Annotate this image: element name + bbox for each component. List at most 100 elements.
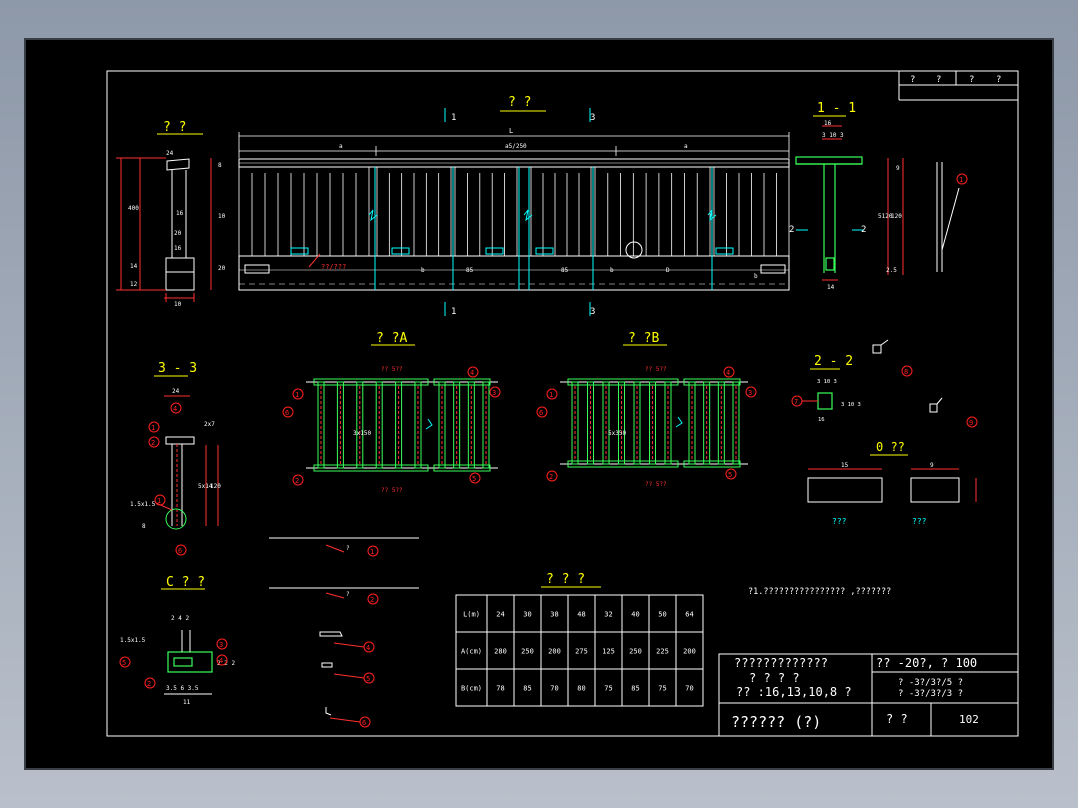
break-marks xyxy=(368,209,717,222)
cut-mark-label: 2 xyxy=(861,225,866,235)
top-bar xyxy=(313,378,429,386)
dim-text: 8 xyxy=(218,162,222,169)
table-row-header: A(cm) xyxy=(461,648,482,656)
bottom-bar xyxy=(567,460,679,468)
dim-text: 3 10 3 xyxy=(822,132,844,139)
table-cell: 30 xyxy=(523,611,531,619)
cad-drawing: ? ? ? ? ? ? 1 3 1 3 L a a5/250 a xyxy=(106,70,1019,737)
callout-circle xyxy=(536,406,548,418)
table-cell: 125 xyxy=(602,648,615,656)
table-cell: 32 xyxy=(604,611,612,619)
callout-number: 1 xyxy=(549,391,553,399)
callout-circle xyxy=(489,386,501,398)
svg-text:3.5 6 3.5: 3.5 6 3.5 xyxy=(166,685,199,692)
stirrup xyxy=(375,381,383,469)
table-cell: 225 xyxy=(656,648,669,656)
callout-number: 3 xyxy=(492,389,496,397)
callout-circle xyxy=(359,716,371,728)
callout-circle xyxy=(363,641,375,653)
title-right2a: ? -3?/3?/5 ? xyxy=(898,678,963,688)
table-cell: 280 xyxy=(494,648,507,656)
callout-number: 6 xyxy=(178,547,182,555)
section-33-title: 3 - 3 xyxy=(158,361,197,376)
callout-number: 6 xyxy=(362,719,366,727)
callout-circle xyxy=(546,388,558,400)
plan-a-title: ? ?A xyxy=(376,331,407,346)
plan-b-title: ? ?B xyxy=(628,331,659,346)
callout-number: 2 xyxy=(549,473,553,481)
svg-text:8: 8 xyxy=(904,368,908,376)
cut-mark-label: 1 xyxy=(451,113,456,123)
cut-mark-label: 3 xyxy=(590,307,595,317)
dim-text: 400 xyxy=(128,205,139,212)
cut-mark-label: 1 xyxy=(451,307,456,317)
drain-holes xyxy=(290,247,734,255)
sheet-number: 102 xyxy=(959,713,979,726)
table-cell: 250 xyxy=(629,648,642,656)
break-mark xyxy=(425,418,433,430)
callout-circle xyxy=(292,388,304,400)
callout-circle xyxy=(148,436,160,448)
table-cell: 24 xyxy=(496,611,504,619)
bottom-bar xyxy=(683,460,741,468)
stirrup xyxy=(649,381,656,465)
title-right1: ?? -20?, ? 100 xyxy=(876,656,977,670)
section-22-title: 2 - 2 xyxy=(814,354,853,369)
table-cell: 78 xyxy=(496,685,504,693)
railing-panel xyxy=(454,166,518,257)
section-22-box xyxy=(817,392,833,410)
title-desc2: ? ? ? ? xyxy=(749,671,800,685)
drawing-frame xyxy=(106,70,1019,737)
section-11-rebar xyxy=(795,156,863,273)
table-cell: 250 xyxy=(521,648,534,656)
callout-circle xyxy=(170,402,182,414)
box-width: 9 xyxy=(930,462,934,469)
box-label: ??? xyxy=(832,517,847,526)
table-row-header: L(m) xyxy=(463,611,480,619)
leader-line xyxy=(333,642,365,648)
stirrup xyxy=(688,381,696,465)
plan-a-mid-label: 3x150 xyxy=(353,430,371,437)
stirrup xyxy=(703,381,711,465)
dim-text: 5120 xyxy=(878,213,893,220)
stirrup xyxy=(317,381,325,469)
table-cell: 275 xyxy=(575,648,588,656)
dim-text: 1.5x1.5 xyxy=(130,501,156,508)
cad-viewport[interactable]: ? ? ? ? ? ? 1 3 1 3 L a a5/250 a xyxy=(26,40,1052,768)
stirrup xyxy=(438,381,446,469)
detail-c-outline xyxy=(164,630,212,695)
table-cell: 85 xyxy=(523,685,531,693)
callout-number: 4 xyxy=(470,369,474,377)
table-cell: 48 xyxy=(577,611,585,619)
svg-text:4: 4 xyxy=(219,657,223,665)
break-mark xyxy=(368,209,378,222)
title-desc1: ????????????? xyxy=(734,656,828,670)
cut-mark-label: 3 xyxy=(590,113,595,123)
table-cell: 70 xyxy=(550,685,558,693)
stirrup xyxy=(453,381,461,469)
stirrup xyxy=(664,381,672,465)
stirrup xyxy=(356,381,364,469)
table-cell: 50 xyxy=(658,611,666,619)
callout-circle xyxy=(467,366,479,378)
svg-text:9: 9 xyxy=(969,419,973,427)
curb-notches xyxy=(244,264,786,274)
cut-mark-label: 2 xyxy=(789,225,794,235)
curb-base xyxy=(238,255,790,291)
svg-text:11: 11 xyxy=(183,699,191,706)
table-cell: 70 xyxy=(685,685,693,693)
callout-circle xyxy=(154,494,166,506)
dim-85: 85 xyxy=(561,267,569,274)
dim-a: a xyxy=(684,143,688,150)
callout-number: 1 xyxy=(295,391,299,399)
dim-text: 14 xyxy=(130,263,138,270)
callout-circle xyxy=(546,470,558,482)
stirrup xyxy=(618,381,625,465)
table-border xyxy=(455,594,704,707)
callout-circle xyxy=(292,474,304,486)
